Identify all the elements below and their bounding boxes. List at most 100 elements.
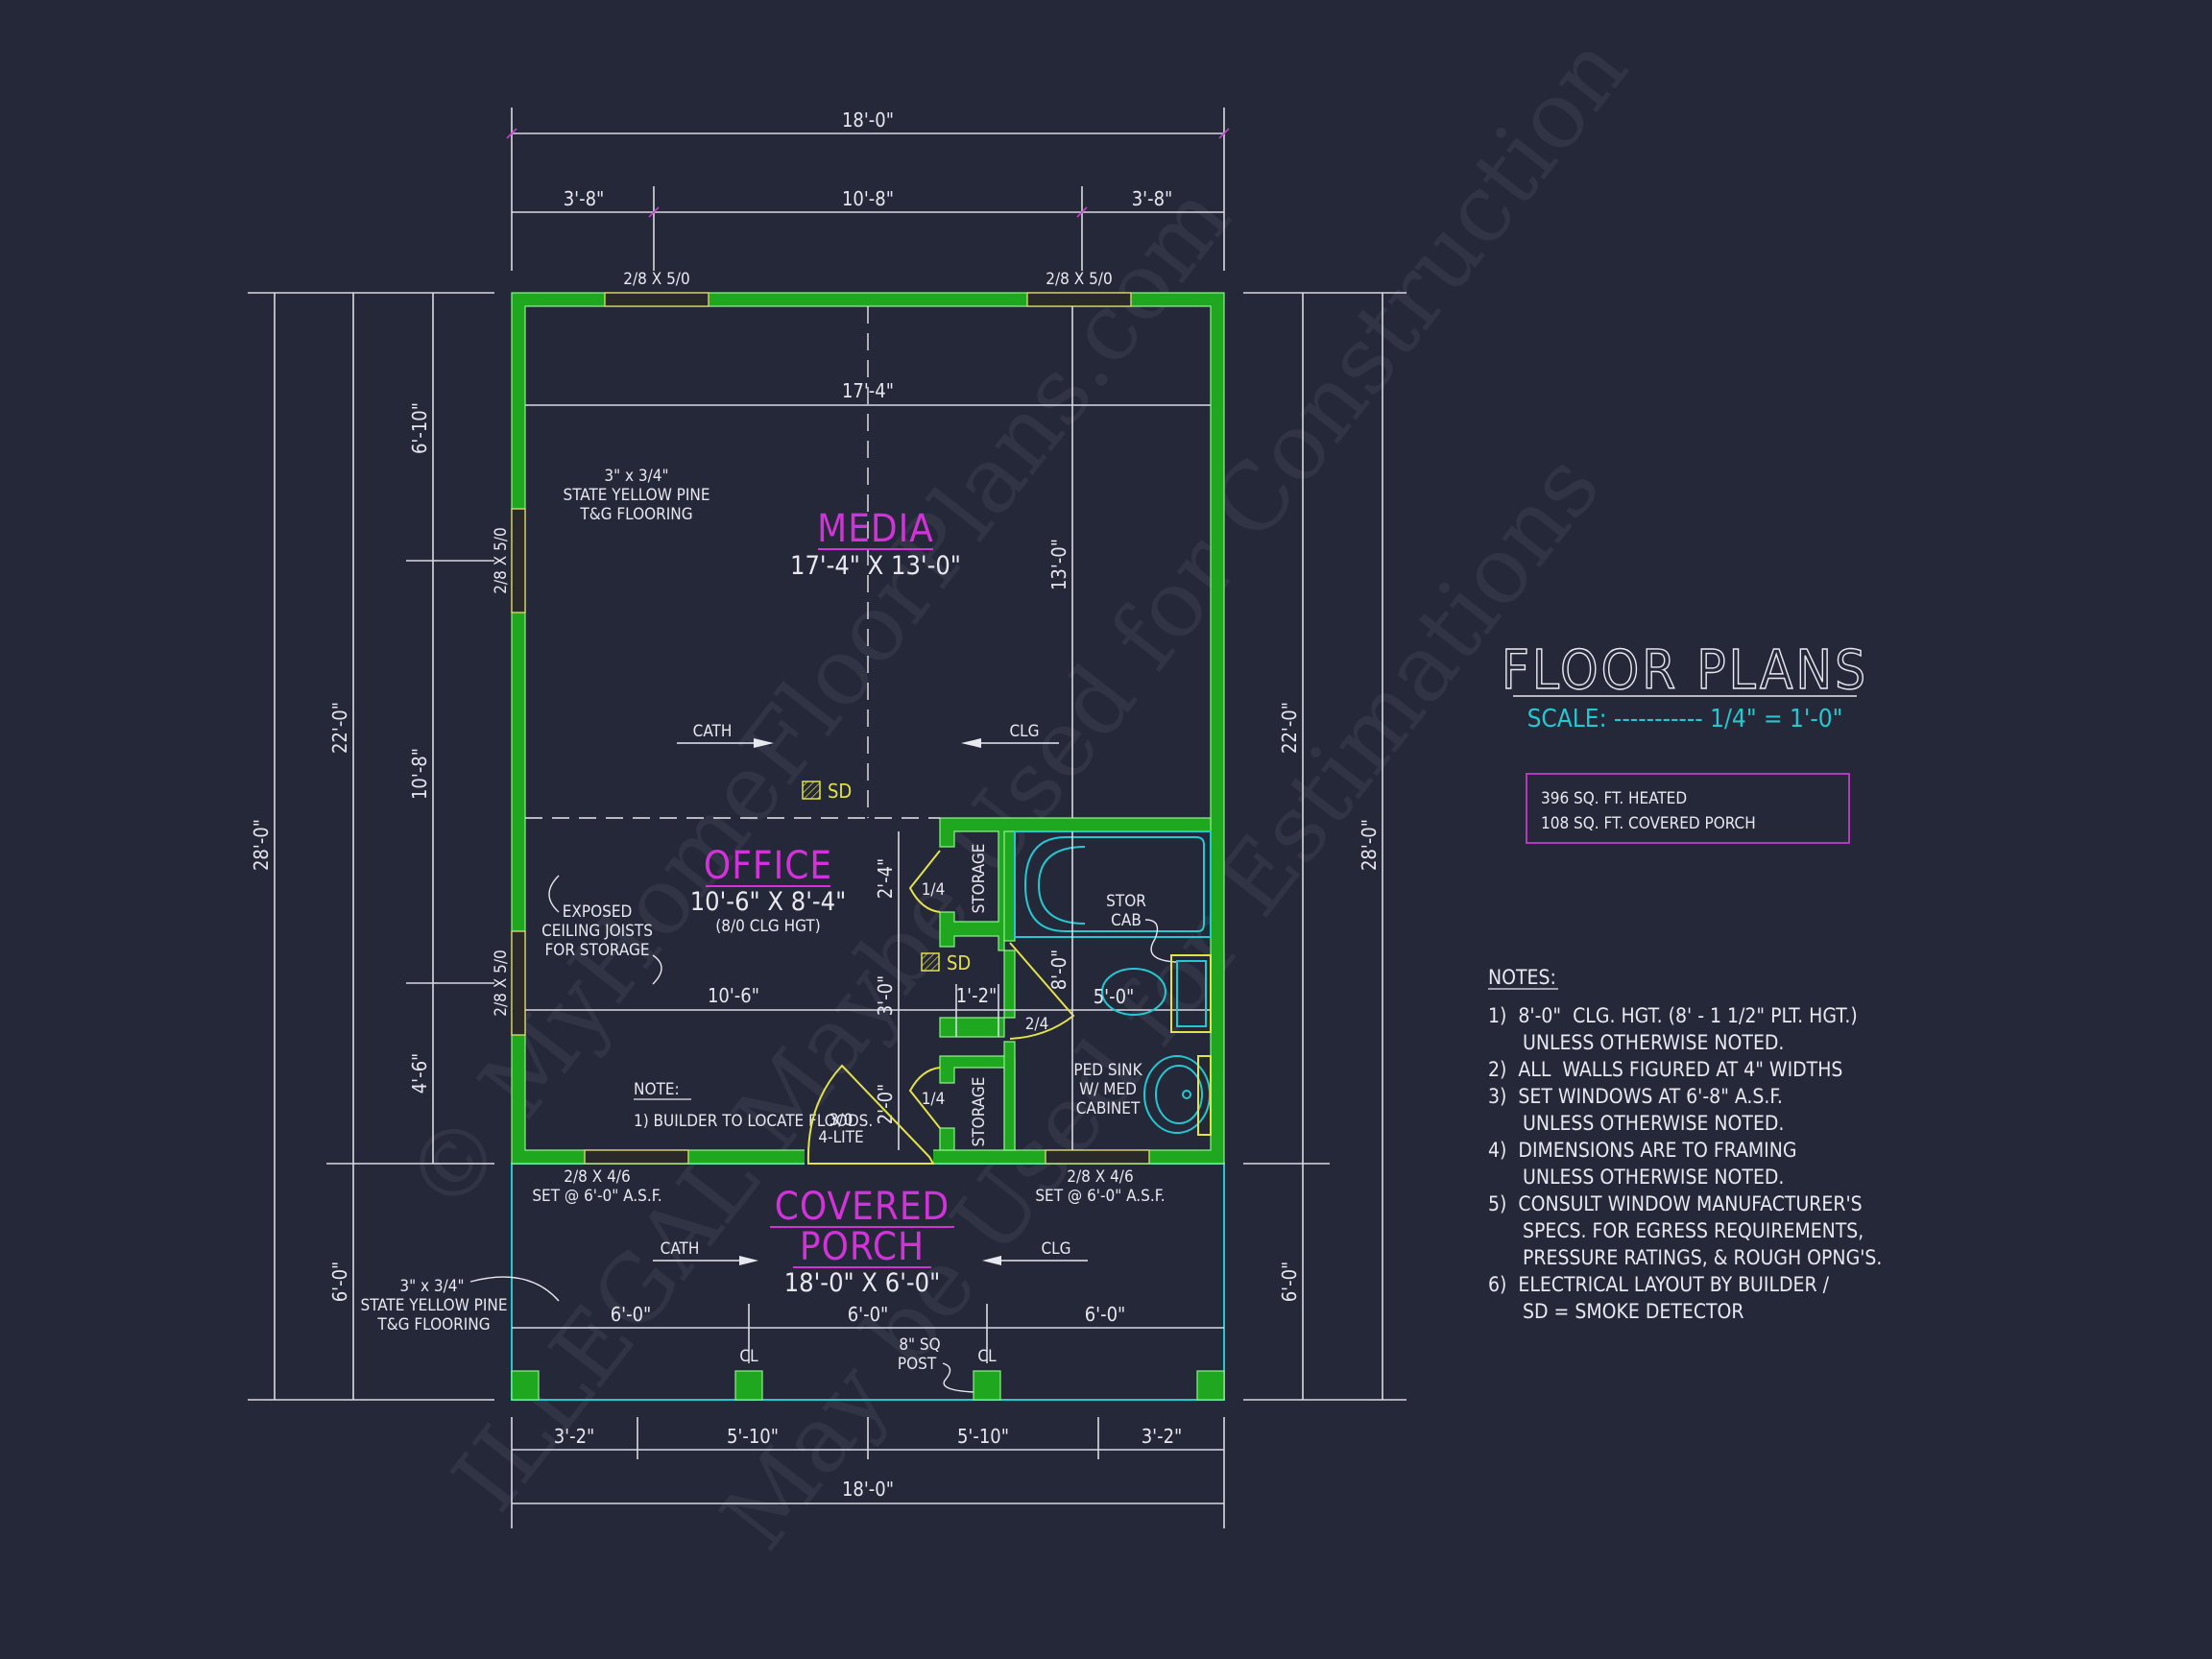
note-line: 2) ALL WALLS FIGURED AT 4" WIDTHS (1488, 1058, 1842, 1081)
post-label: POST (898, 1355, 937, 1374)
watermark-layer: © MyHomeFloorPlans.com ILLEGAL Maybe Use… (384, 16, 1648, 1569)
note-heading: NOTE: (634, 1080, 680, 1099)
exposed-joists-note: FOR STORAGE (544, 941, 649, 960)
window-label-left-lower: 2/8 X 5/0 (492, 950, 511, 1016)
note-line: PRESSURE RATINGS, & ROUGH OPNG'S. (1488, 1246, 1882, 1269)
dim-right-overall: 28'-0" (1358, 819, 1381, 871)
room-name-porch: PORCH (800, 1225, 925, 1269)
window-label-front-right: 2/8 X 4/6 (1067, 1167, 1133, 1187)
post-label: 8" SQ (899, 1335, 940, 1355)
office-ceiling-height: (8/0 CLG HGT) (715, 917, 820, 936)
porch-flooring: STATE YELLOW PINE (361, 1296, 508, 1315)
centerline-mark: CL (977, 1347, 997, 1366)
dim-bottom-seg: 5'-10" (957, 1425, 1009, 1448)
dim-left-porch: 6'-0" (328, 1262, 351, 1303)
room-size-media: 17'-4" X 13'-0" (790, 551, 961, 581)
dim-top-seg: 3'-8" (564, 187, 605, 210)
smoke-detector-label: SD (947, 951, 971, 974)
clg-label: CLG (1009, 722, 1039, 741)
dim-media-width: 17'-4" (842, 379, 894, 402)
window-label-front-left: 2/8 X 4/6 (564, 1167, 630, 1187)
media-flooring: T&G FLOORING (579, 505, 692, 524)
ped-sink-label: PED SINK (1073, 1061, 1142, 1080)
storage-label-lower: STORAGE (970, 1077, 989, 1147)
dim-storage-upper: 2'-4" (874, 858, 897, 900)
drawing-title: FLOOR PLANS (1502, 639, 1868, 702)
dim-top-seg: 10'-8" (842, 187, 894, 210)
general-notes: NOTES: 1) 8'-0" CLG. HGT. (8' - 1 1/2" P… (1488, 966, 1882, 1323)
note-line: 1) 8'-0" CLG. HGT. (8' - 1 1/2" PLT. HGT… (1488, 1004, 1858, 1027)
heated-area: 396 SQ. FT. HEATED (1541, 789, 1687, 808)
dim-porch-seg: 6'-0" (1085, 1303, 1126, 1326)
dim-left-heated: 22'-0" (328, 702, 351, 754)
room-name-porch: COVERED (775, 1185, 950, 1229)
bottom-dimensions: 3'-2" 5'-10" 5'-10" 3'-2" 18'-0" (511, 1417, 1225, 1528)
room-name-media: MEDIA (817, 507, 934, 551)
dim-bottom-seg: 5'-10" (727, 1425, 779, 1448)
door-size-storage-upper: 1/4 (922, 880, 946, 900)
note-line: 3) SET WINDOWS AT 6'-8" A.S.F. (1488, 1085, 1783, 1108)
drawing-scale: SCALE: ----------- 1/4" = 1'-0" (1527, 705, 1843, 733)
window-set-front-right: SET @ 6'-0" A.S.F. (1035, 1187, 1165, 1206)
dim-bottom-overall: 18'-0" (842, 1478, 894, 1501)
room-size-office: 10'-6" X 8'-4" (690, 887, 847, 917)
left-dimensions: 6'-10" 10'-8" 4'-6" 22'-0" 6'-0" 28'-0" … (248, 292, 511, 1401)
stor-cab-label: CAB (1111, 911, 1142, 930)
note-line: SPECS. FOR EGRESS REQUIREMENTS, (1488, 1219, 1863, 1242)
right-dimensions: 22'-0" 6'-0" 28'-0" (1243, 292, 1407, 1401)
media-flooring: 3" x 3/4" (604, 467, 668, 486)
dim-office-width: 10'-6" (708, 984, 759, 1007)
notes-heading: NOTES: (1488, 966, 1556, 989)
porch-flooring: T&G FLOORING (376, 1315, 490, 1334)
storage-label-upper: STORAGE (970, 844, 989, 914)
office-room: OFFICE 10'-6" X 8'-4" (8/0 CLG HGT) EXPO… (525, 844, 1211, 1131)
exposed-joists-note: EXPOSED (563, 902, 633, 922)
room-name-office: OFFICE (704, 844, 832, 888)
smoke-detector-label: SD (828, 780, 852, 803)
exposed-joists-note: CEILING JOISTS (541, 922, 653, 941)
dim-porch-seg: 6'-0" (611, 1303, 652, 1326)
window-label-top-right: 2/8 X 5/0 (1046, 270, 1112, 289)
note-line: UNLESS OTHERWISE NOTED. (1488, 1166, 1784, 1189)
dim-bottom-seg: 3'-2" (554, 1425, 595, 1448)
note-line: 4) DIMENSIONS ARE TO FRAMING (1488, 1139, 1797, 1162)
door-size-storage-lower: 1/4 (922, 1090, 946, 1109)
dim-left-seg: 4'-6" (408, 1053, 431, 1094)
hall-storage: 2'-4" 3'-0" 2'-0" 1'-2" STORAGE STORAGE … (806, 831, 1075, 1165)
dim-top-overall: 18'-0" (842, 108, 894, 132)
cath-label: CATH (661, 1239, 700, 1259)
note-line: SD = SMOKE DETECTOR (1488, 1300, 1744, 1323)
bathroom: STOR CAB 5'-0" 8'-0" PED SINK W/ MED CAB… (1014, 830, 1212, 1150)
dim-bath-width: 5'-0" (1094, 985, 1135, 1008)
door-type-entry: 4-LITE (818, 1128, 863, 1147)
note-line: 6) ELECTRICAL LAYOUT BY BUILDER / (1488, 1273, 1830, 1296)
media-flooring: STATE YELLOW PINE (564, 486, 710, 505)
top-dimensions: 18'-0" 3'-8" 10'-8" 3'-8" 2/8 X 5/0 2/8 … (506, 108, 1230, 289)
door-size-bath: 2/4 (1025, 1015, 1049, 1034)
dim-bath-length: 8'-0" (1047, 950, 1070, 991)
dim-right-heated: 22'-0" (1278, 702, 1301, 754)
media-room: 17'-4" 13'-0" MEDIA 17'-4" X 13'-0" 3" x… (525, 306, 1211, 819)
dim-porch-seg: 6'-0" (848, 1303, 889, 1326)
dim-right-porch: 6'-0" (1278, 1262, 1301, 1303)
dim-bottom-seg: 3'-2" (1142, 1425, 1183, 1448)
note-line: 5) CONSULT WINDOW MANUFACTURER'S (1488, 1192, 1863, 1215)
dim-hall-width: 1'-2" (956, 984, 998, 1007)
clg-label: CLG (1041, 1239, 1070, 1259)
dim-top-seg: 3'-8" (1132, 187, 1173, 210)
dim-media-depth: 13'-0" (1047, 539, 1070, 590)
ped-sink-label: CABINET (1076, 1099, 1141, 1118)
cath-label: CATH (693, 722, 733, 741)
door-size-entry: 3/0 (830, 1111, 854, 1130)
note-line: UNLESS OTHERWISE NOTED. (1488, 1112, 1784, 1135)
window-set-front-left: SET @ 6'-0" A.S.F. (532, 1187, 661, 1206)
window-label-top-left: 2/8 X 5/0 (623, 270, 689, 289)
porch-area: 108 SQ. FT. COVERED PORCH (1541, 814, 1756, 833)
covered-porch: 6'-0" 6'-0" 6'-0" CL CL 8" SQ POST COVER… (361, 1163, 1225, 1401)
window-label-left-upper: 2/8 X 5/0 (492, 527, 511, 593)
stor-cab-label: STOR (1106, 892, 1146, 911)
dim-hall: 3'-0" (874, 975, 897, 1017)
dim-left-seg: 6'-10" (408, 402, 431, 454)
ped-sink-label: W/ MED (1079, 1080, 1137, 1099)
